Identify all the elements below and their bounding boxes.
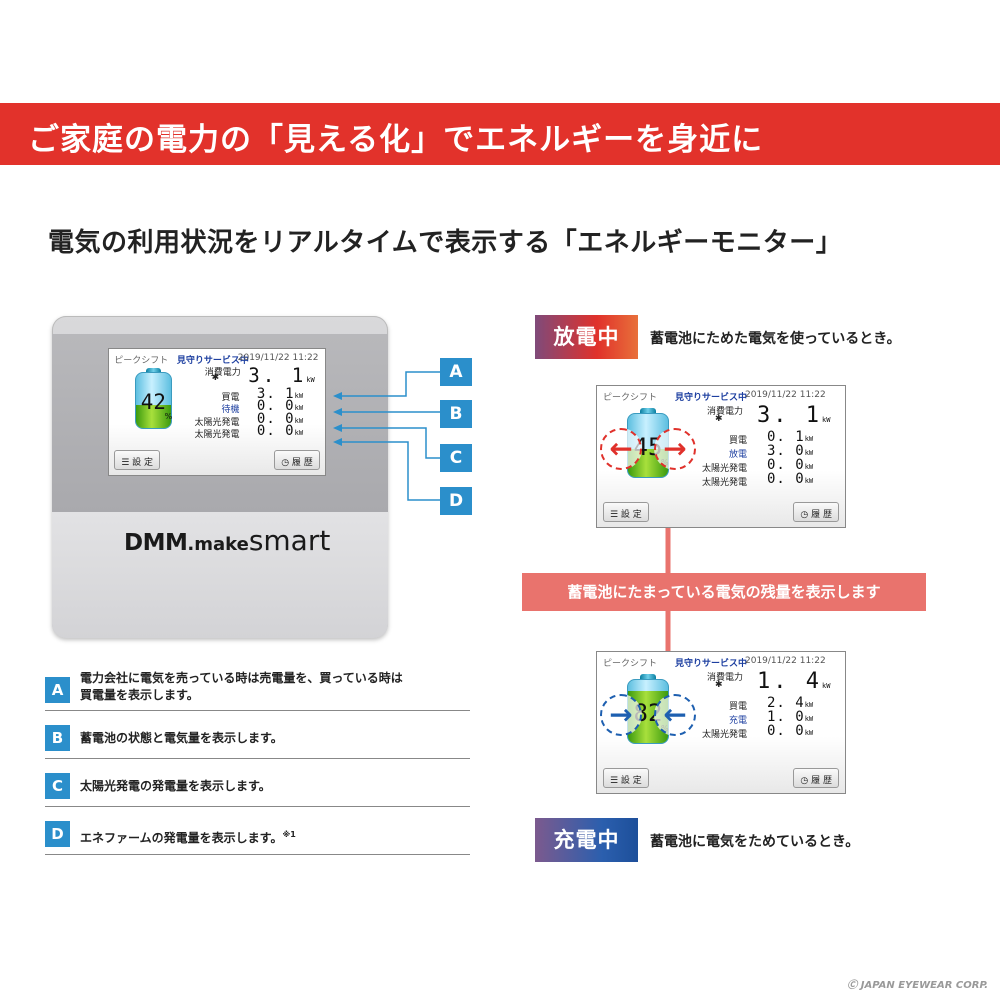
row-label: 待機 [221, 405, 240, 416]
watch-service-label: 見守りサービス中 [675, 659, 748, 669]
legend-tag-b: B [45, 725, 70, 751]
consumption-value: 1. 4kW [757, 669, 831, 694]
peak-shift-label: ピークシフト [114, 356, 169, 366]
row-value: 0. 0kW [767, 471, 814, 487]
datetime-label: 2019/11/22 11:22 [237, 353, 319, 363]
discharge-arrow-right-icon: → [654, 427, 696, 470]
battery-fill [136, 405, 171, 429]
callout-b: B [440, 400, 472, 428]
peak-shift-label: ピークシフト [603, 393, 658, 403]
battery-percent: 42 [140, 389, 166, 414]
charge-mode-label: 充電中 [535, 818, 638, 862]
row-value: 1. 0kW [767, 709, 814, 725]
discharge-mode-label: 放電中 [535, 315, 638, 359]
row-value: 0. 0kW [767, 457, 814, 473]
history-button[interactable]: ◷ 履 歴 [274, 450, 320, 470]
brand-logo: DMM.makesmart [124, 524, 331, 557]
consumption-value: 3. 1kW [248, 363, 315, 387]
row-label: 充電 [728, 716, 747, 726]
row-value: 2. 4kW [767, 695, 814, 711]
row-label: 太陽光発電 [701, 730, 747, 740]
consumption-mark: ✱ [715, 680, 723, 690]
consumption-label: 消費電力 [707, 673, 744, 683]
row-value: 3. 0kW [767, 443, 814, 459]
remaining-charge-banner: 蓄電池にたまっている電気の残量を表示します [522, 573, 926, 611]
device-bottom-panel [52, 512, 388, 638]
history-button[interactable]: ◷ 履 歴 [793, 502, 839, 522]
legend-tag-c: C [45, 773, 70, 799]
legend-row-a: A 電力会社に電気を売っている時は売電量を、買っている時は 買電量を表示します。 [45, 665, 470, 711]
consumption-label: 消費電力 [707, 407, 744, 417]
row-value: 0. 0kW [256, 422, 304, 439]
legend-text-a: 電力会社に電気を売っている時は売電量を、買っている時は 買電量を表示します。 [80, 671, 403, 702]
row-value: 0. 0kW [256, 410, 304, 427]
consumption-mark: ✱ [715, 414, 723, 424]
consumption-label: 消費電力 [204, 367, 241, 378]
row-label: 太陽光発電 [194, 429, 240, 440]
legend-row-d: D エネファームの発電量を表示します。※1 [45, 807, 470, 855]
row-value: 0. 0kW [256, 398, 304, 415]
row-value: 0. 0kW [767, 723, 814, 739]
page-subtitle: 電気の利用状況をリアルタイムで表示する「エネルギーモニター」 [48, 228, 843, 258]
settings-button[interactable]: ☰ 設 定 [114, 450, 161, 470]
battery-percent-sign: % [164, 411, 173, 421]
legend-text-d: エネファームの発電量を表示します。※1 [80, 830, 296, 845]
discharge-description: 蓄電池にためた電気を使っているとき。 [650, 331, 901, 347]
legend-tag-d: D [45, 821, 70, 847]
legend-row-b: B 蓄電池の状態と電気量を表示します。 [45, 711, 470, 759]
row-label: 買電 [728, 702, 747, 712]
battery-cap [639, 408, 657, 414]
row-label: 太陽光発電 [701, 478, 747, 488]
datetime-label: 2019/11/22 11:22 [745, 390, 826, 400]
watch-service-label: 見守りサービス中 [176, 356, 249, 366]
row-label: 買電 [728, 436, 747, 446]
charge-description: 蓄電池に電気をためているとき。 [650, 834, 860, 850]
discharge-arrow-left-icon: ← [600, 427, 642, 470]
charge-arrow-left-icon: ← [654, 693, 696, 736]
callout-a: A [440, 358, 472, 386]
battery-body [135, 372, 172, 430]
battery-cap [146, 368, 161, 374]
row-label: 太陽光発電 [701, 464, 747, 474]
row-value: 0. 1kW [767, 429, 814, 445]
row-label: 太陽光発電 [194, 417, 240, 428]
battery-cap [639, 674, 657, 680]
history-button[interactable]: ◷ 履 歴 [793, 768, 839, 788]
callout-d: D [440, 487, 472, 515]
charge-arrow-right-icon: → [600, 693, 642, 736]
battery-gauge: 42 % [135, 368, 173, 430]
settings-button[interactable]: ☰ 設 定 [603, 768, 649, 788]
consumption-value: 3. 1kW [757, 403, 831, 428]
consumption-mark: ✱ [211, 373, 220, 384]
banner-title: ご家庭の電力の「見える化」でエネルギーを身近に [28, 122, 764, 158]
row-value: 3. 1kW [256, 386, 304, 403]
peak-shift-label: ピークシフト [603, 659, 658, 669]
row-label: 買電 [221, 393, 240, 404]
top-banner: ご家庭の電力の「見える化」でエネルギーを身近に [0, 103, 1000, 165]
legend-row-c: C 太陽光発電の発電量を表示します。 [45, 759, 470, 807]
settings-button[interactable]: ☰ 設 定 [603, 502, 649, 522]
watch-service-label: 見守りサービス中 [675, 393, 748, 403]
row-label: 放電 [728, 450, 747, 460]
callout-c: C [440, 444, 472, 472]
legend-text-b: 蓄電池の状態と電気量を表示します。 [80, 731, 283, 745]
legend-tag-a: A [45, 677, 70, 703]
datetime-label: 2019/11/22 11:22 [745, 656, 826, 666]
legend-text-c: 太陽光発電の発電量を表示します。 [80, 779, 271, 793]
copyright: Ⓒ JAPAN EYEWEAR CORP. [847, 980, 988, 991]
